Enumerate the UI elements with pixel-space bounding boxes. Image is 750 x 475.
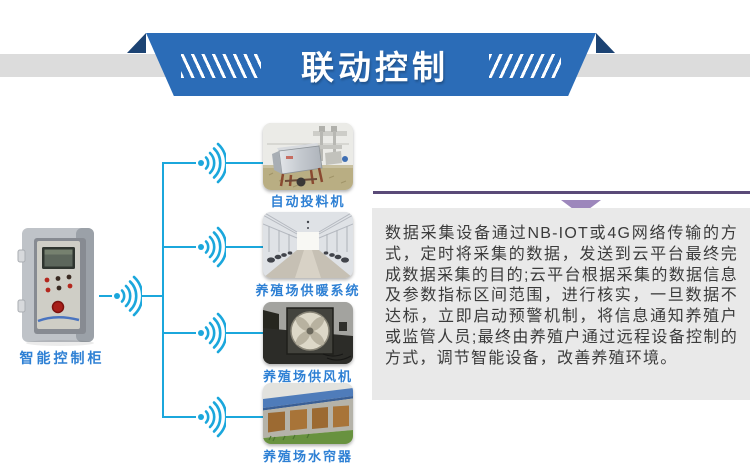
device-label-water-curtain: 养殖场水帘器 bbox=[262, 449, 353, 464]
header-banner: 联动控制 bbox=[146, 33, 596, 96]
banner-fold-right bbox=[596, 33, 615, 53]
device-image-exhaust-fan bbox=[263, 302, 353, 364]
control-cabinet-label: 智能控制柜 bbox=[19, 350, 105, 366]
wireless-signal-icon bbox=[196, 224, 226, 270]
hatch-left-decoration bbox=[181, 53, 261, 78]
hatch-right-decoration bbox=[489, 53, 561, 78]
control-cabinet-illustration bbox=[17, 228, 94, 346]
device-label-exhaust-fan: 养殖场供风机 bbox=[262, 369, 353, 384]
device-image-auto-feeder bbox=[263, 123, 353, 190]
device-label-heating-system: 养殖场供暖系统 bbox=[255, 283, 361, 298]
device-image-heating-system bbox=[263, 212, 353, 278]
device-image-water-curtain bbox=[263, 383, 353, 444]
wireless-signal-icon bbox=[196, 310, 226, 356]
wireless-signal-icon bbox=[112, 273, 142, 319]
info-panel: 数据采集设备通过NB-IOT或4G网络传输的方式，定时将采集的数据，发送到云平台… bbox=[372, 208, 750, 400]
divider-line bbox=[373, 191, 750, 194]
wireless-signal-icon bbox=[196, 394, 226, 440]
page-title: 联动控制 bbox=[301, 48, 449, 86]
wireless-signal-icon bbox=[196, 140, 226, 186]
info-paragraph: 数据采集设备通过NB-IOT或4G网络传输的方式，定时将采集的数据，发送到云平台… bbox=[385, 225, 738, 367]
control-cabinet-image bbox=[14, 222, 109, 347]
banner-fold-left bbox=[127, 33, 146, 53]
connector-trunk-line bbox=[162, 162, 164, 418]
device-label-auto-feeder: 自动投料机 bbox=[270, 194, 346, 209]
